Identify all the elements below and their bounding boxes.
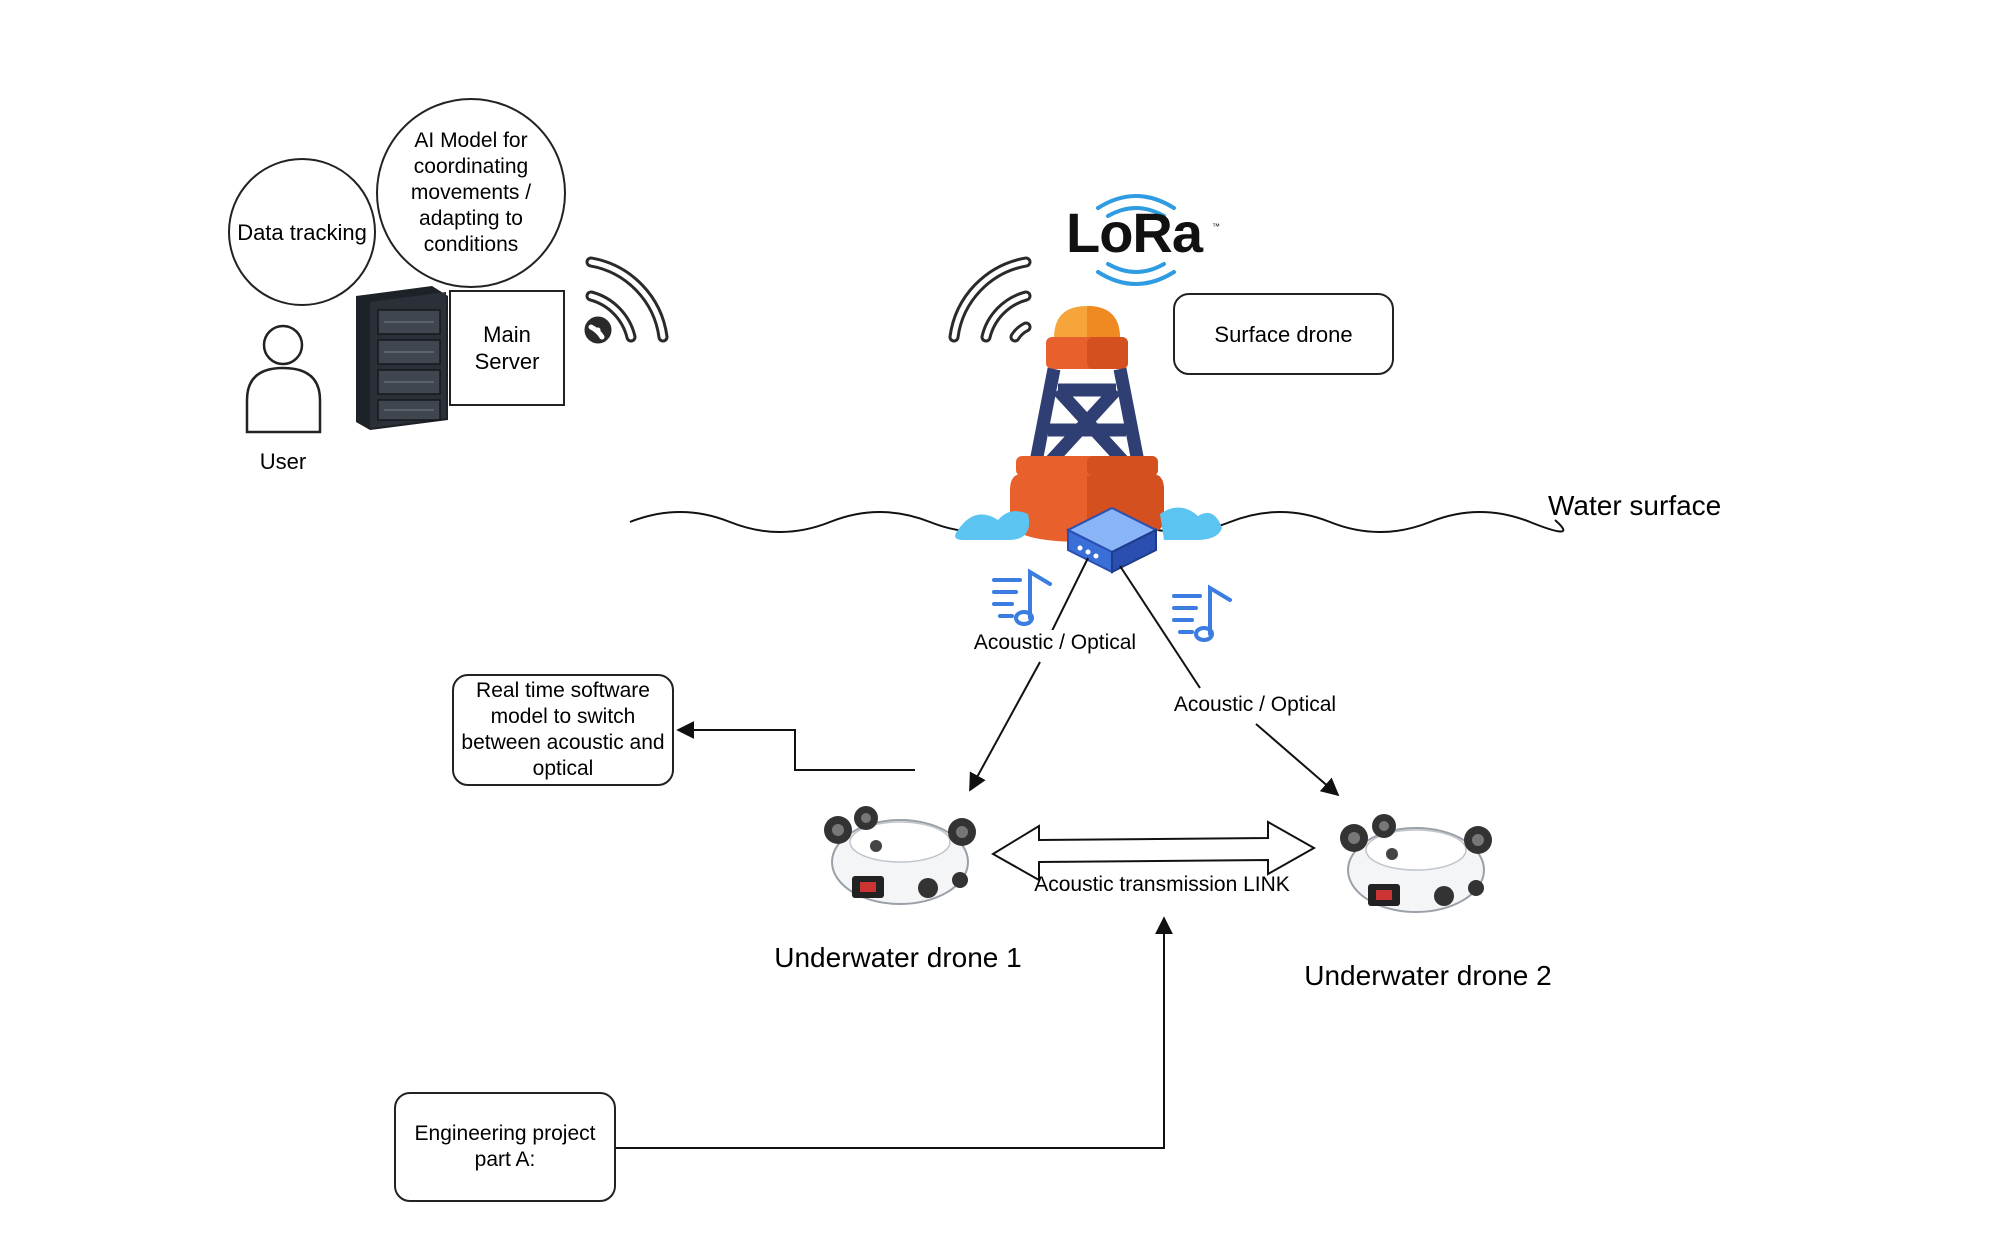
- main-server-label: Main Server: [474, 322, 540, 374]
- edge-label-left: Acoustic / Optical: [960, 630, 1150, 656]
- lora-trademark: ™: [1212, 222, 1220, 231]
- ai-model-label: AI Model for coordinating movements / ad…: [410, 129, 532, 256]
- realtime-model-node: Real time software model to switch betwe…: [452, 674, 674, 786]
- realtime-model-label: Real time software model to switch betwe…: [461, 679, 665, 780]
- drone-icon: [1340, 814, 1492, 913]
- data-tracking-node: Data tracking: [228, 158, 376, 306]
- server-rack-icon: [356, 286, 448, 430]
- underwater-drone-1-label: Underwater drone 1: [774, 942, 1022, 973]
- edge-router-drone2-lower: [1255, 723, 1340, 797]
- wifi-icon-inner: [951, 259, 1029, 340]
- drone-icon: [824, 806, 976, 905]
- acoustic-link-label: Acoustic transmission LINK: [1034, 873, 1290, 896]
- wifi-icon-inner: [588, 259, 666, 340]
- engineering-project-label: Engineering project part A:: [414, 1122, 596, 1171]
- engineering-project-node: Engineering project part A:: [394, 1092, 616, 1202]
- surface-drone-node: Surface drone: [1173, 293, 1394, 375]
- router-icon: [1065, 506, 1159, 574]
- user-icon: [245, 324, 322, 434]
- edge-engineering-project-link: [616, 916, 1173, 1149]
- edge-router-drone2: [1119, 565, 1201, 689]
- edge-drone1-realtime-model: [676, 721, 915, 771]
- data-tracking-label: Data tracking: [237, 219, 367, 245]
- edge-label-right: Acoustic / Optical: [1160, 692, 1350, 718]
- user-label: User: [259, 449, 307, 474]
- ai-model-node: AI Model for coordinating movements / ad…: [376, 98, 566, 288]
- main-server-node: Main Server: [449, 290, 565, 406]
- edge-router-drone1-lower: [969, 661, 1041, 792]
- water-surface-label: Water surface: [1548, 490, 1722, 521]
- music-note-icon: [1172, 584, 1232, 642]
- underwater-drone-2-label: Underwater drone 2: [1304, 960, 1552, 991]
- lora-logo: LoRa: [1066, 201, 1203, 264]
- lora-signal-icon: [1096, 194, 1176, 286]
- acoustic-link-arrow: [991, 820, 1317, 882]
- surface-drone-label: Surface drone: [1214, 321, 1353, 347]
- music-note-icon: [992, 568, 1052, 626]
